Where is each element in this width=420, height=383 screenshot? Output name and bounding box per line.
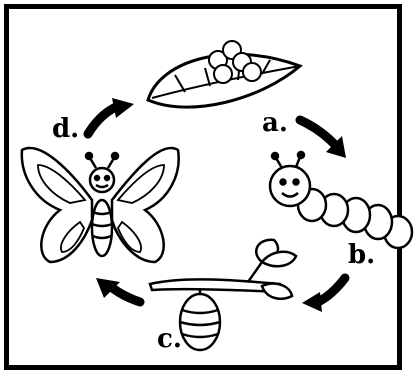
stage-label-d: d. (52, 116, 79, 142)
arrow-egg-to-caterpillar (300, 120, 338, 148)
egg (214, 65, 232, 83)
butterfly (22, 148, 179, 262)
arrow-butterfly-to-eggs (88, 106, 118, 134)
stage-label-c: c. (157, 326, 182, 352)
egg (243, 63, 261, 81)
caterpillar (270, 152, 412, 248)
stage-label-b: b. (348, 242, 375, 268)
stage-label-a: a. (262, 110, 288, 136)
arrow-caterpillar-to-pupa (318, 278, 345, 302)
arrow-pupa-to-butterfly (110, 286, 140, 302)
